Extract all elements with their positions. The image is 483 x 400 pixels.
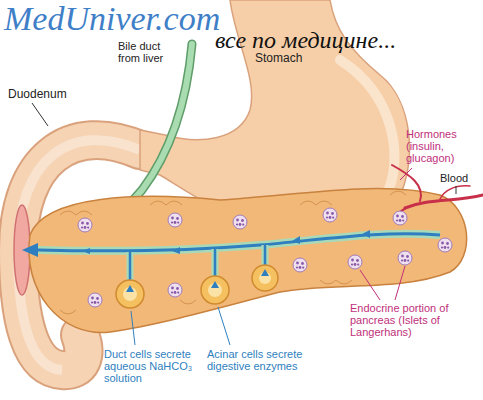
illustration-part bbox=[233, 215, 247, 229]
illustration-part bbox=[292, 236, 300, 244]
illustration-part bbox=[211, 281, 219, 288]
illustration-part bbox=[323, 208, 337, 222]
illustration-part bbox=[32, 103, 48, 126]
illustration-part bbox=[38, 234, 440, 251]
part-label: Acinar cells secrete digestive enzymes bbox=[207, 348, 313, 372]
illustration-part bbox=[293, 258, 307, 272]
islets-of-langerhans bbox=[78, 208, 452, 307]
illustration-part bbox=[395, 266, 405, 300]
stomach-shading bbox=[340, 60, 395, 198]
part-label: Blood bbox=[440, 172, 468, 184]
illustration-part bbox=[22, 243, 38, 257]
watermark: MedUniver.com bbox=[4, 0, 220, 38]
illustration-part bbox=[392, 165, 421, 201]
blood-vessels bbox=[392, 165, 483, 214]
illustration-part bbox=[362, 230, 370, 238]
watermark: все по медицине... bbox=[215, 26, 396, 54]
part-label: Stomach bbox=[255, 52, 302, 64]
illustration-part bbox=[398, 251, 412, 265]
part-label: Endocrine portion of pancreas (Islets of… bbox=[350, 302, 480, 338]
illustration-part bbox=[360, 270, 380, 300]
part-label: Duodenum bbox=[8, 88, 67, 100]
illustration-part bbox=[201, 276, 229, 304]
illustration-part bbox=[405, 195, 483, 208]
illustration-part bbox=[131, 311, 135, 345]
part-label: Duct cells secrete aqueous NaHCO₃ soluti… bbox=[104, 348, 204, 384]
pancreatic-duct bbox=[22, 230, 440, 282]
illustration-part bbox=[252, 265, 278, 291]
illustration-part bbox=[82, 248, 90, 254]
illustration-part bbox=[168, 283, 182, 297]
illustration-part bbox=[126, 285, 134, 292]
illustration-part bbox=[130, 245, 265, 282]
illustration-part bbox=[38, 234, 440, 251]
illustration-part bbox=[348, 255, 362, 269]
illustration-part bbox=[88, 293, 102, 307]
illustration-part bbox=[456, 186, 457, 194]
part-label: Hormones (insulin, glucagon) bbox=[406, 128, 480, 164]
illustration-part bbox=[440, 186, 470, 199]
illustration-part bbox=[130, 245, 265, 282]
illustration-part bbox=[400, 168, 412, 180]
illustration-part bbox=[261, 269, 269, 276]
illustration-part bbox=[438, 238, 452, 252]
acinar-clusters bbox=[116, 265, 278, 308]
illustration-part bbox=[172, 247, 180, 254]
illustration-part bbox=[78, 218, 92, 232]
illustration-part bbox=[218, 307, 230, 345]
illustration-part bbox=[116, 280, 144, 308]
illustration-part bbox=[168, 213, 182, 227]
illustration-part bbox=[393, 211, 407, 225]
part-label: Bile duct from liver bbox=[118, 40, 182, 64]
